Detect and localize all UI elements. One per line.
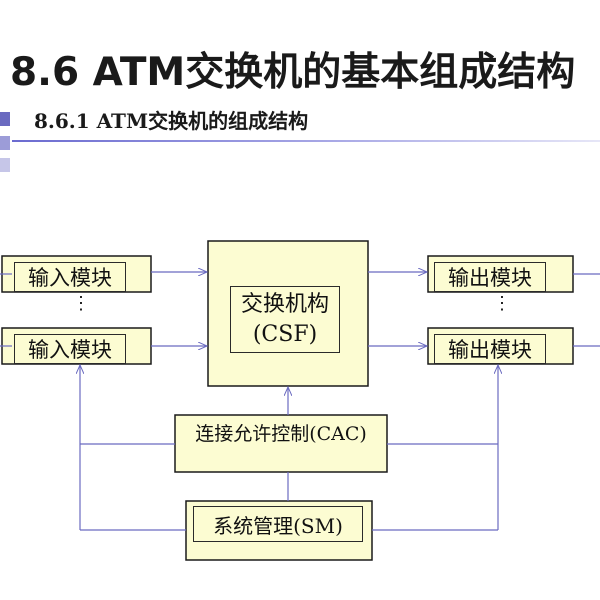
switch-fabric-label: 交换机构 xyxy=(240,291,329,317)
input-module-1-label: 输入模块 xyxy=(28,266,112,290)
title-divider xyxy=(12,140,600,142)
output-module-1-label: 输出模块 xyxy=(448,266,532,290)
cac-label: 连接允许控制(CAC) xyxy=(195,422,367,445)
switch-fabric: 交换机构 (CSF) xyxy=(230,286,340,353)
decorative-bar xyxy=(0,136,10,150)
output-ellipsis: ⋮ xyxy=(493,293,511,314)
decorative-bar xyxy=(0,112,10,126)
decorative-bar xyxy=(0,158,10,172)
output-module-2: 输出模块 xyxy=(434,334,546,364)
slide-title: 8.6 ATM交换机的基本组成结构 xyxy=(10,50,576,95)
output-module-2-label: 输出模块 xyxy=(448,338,532,362)
slide-subtitle: 8.6.1 ATM交换机的组成结构 xyxy=(34,109,309,133)
input-ellipsis: ⋮ xyxy=(72,293,90,314)
sm-label: 系统管理(SM) xyxy=(213,513,343,538)
system-management: 系统管理(SM) xyxy=(193,506,363,542)
input-module-2: 输入模块 xyxy=(14,334,126,364)
input-module-1: 输入模块 xyxy=(14,262,126,292)
switch-fabric-abbrev: (CSF) xyxy=(252,321,318,347)
output-module-1: 输出模块 xyxy=(434,262,546,292)
cac-module: 连接允许控制(CAC) xyxy=(175,415,387,449)
input-module-2-label: 输入模块 xyxy=(28,338,112,362)
